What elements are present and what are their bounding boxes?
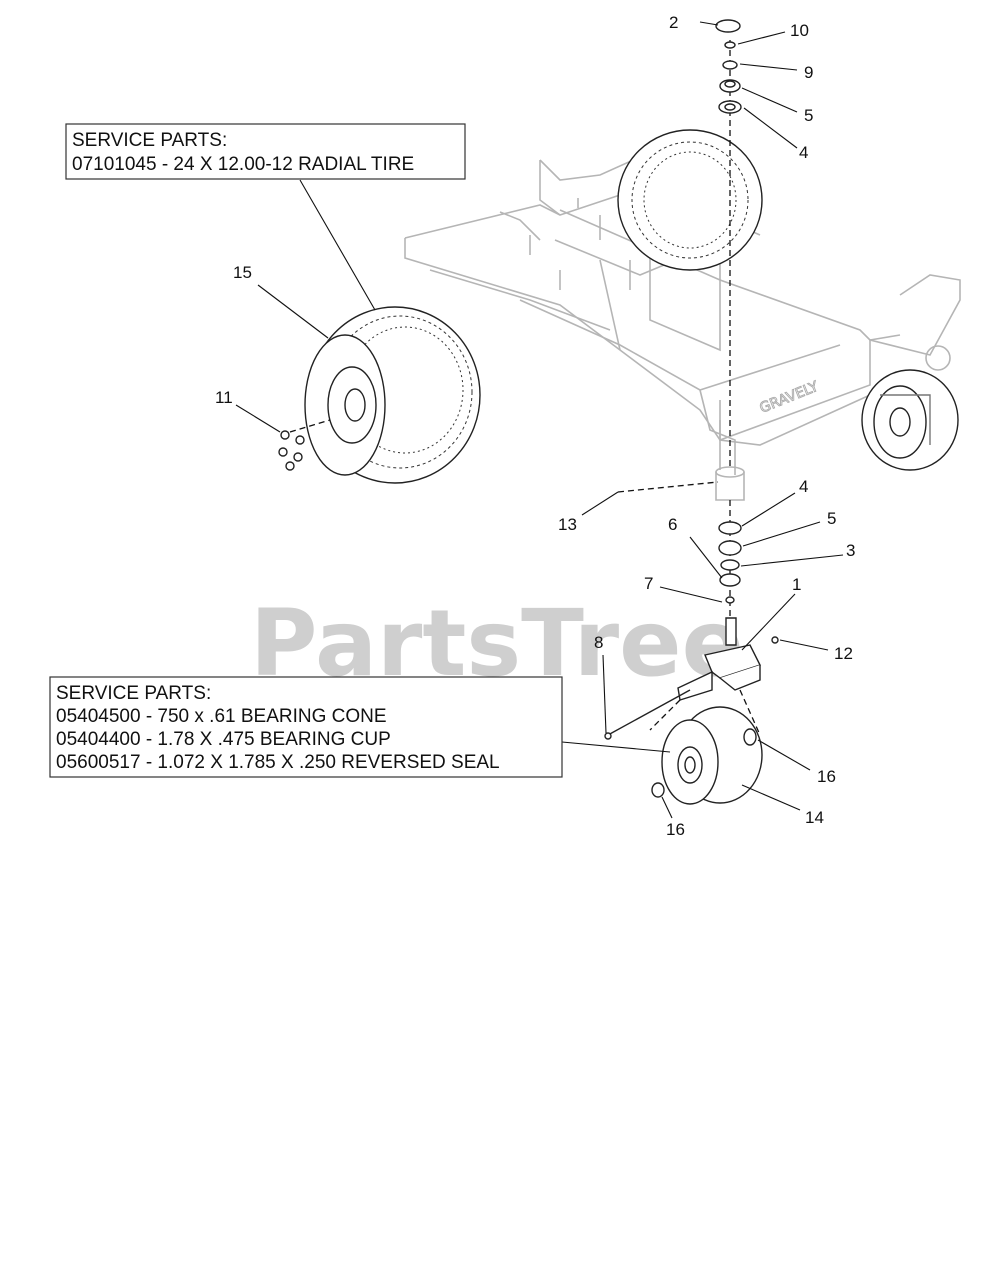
- service-parts-box-bearings: SERVICE PARTS: 05404500 - 750 x .61 BEAR…: [49, 676, 563, 778]
- callout-2: 2: [669, 13, 678, 32]
- service-parts-box-tire: SERVICE PARTS: 07101045 - 24 X 12.00-12 …: [65, 123, 466, 180]
- callout-11: 11: [215, 388, 233, 407]
- nut-9: [722, 60, 738, 70]
- callout-7: 7: [644, 574, 653, 593]
- wheel-axis: [649, 699, 681, 731]
- caster-fork-1: [677, 617, 761, 701]
- leader-lines: [235, 21, 844, 819]
- callout-4-lower: 4: [799, 477, 808, 496]
- service-box-2-line-3: 05600517 - 1.072 X 1.785 X .250 REVERSED…: [56, 752, 500, 773]
- axle-bolt-8: [604, 689, 691, 740]
- bearing-cone-5-upper: [719, 79, 741, 93]
- spacer-16-right: [743, 728, 757, 746]
- lug-nuts-11: [278, 419, 331, 471]
- callout-14: 14: [805, 808, 824, 827]
- clip-7: [725, 596, 735, 604]
- callout-12: 12: [834, 644, 853, 663]
- callout-1: 1: [792, 575, 801, 594]
- bearing-cone-5-lower: [718, 540, 742, 556]
- drive-tire-15: [304, 306, 481, 484]
- callout-16-left: 16: [666, 820, 685, 839]
- service-box-1-line-1: 07101045 - 24 X 12.00-12 RADIAL TIRE: [72, 154, 414, 175]
- callout-8: 8: [594, 633, 603, 652]
- callout-6: 6: [668, 515, 677, 534]
- callout-10: 10: [790, 21, 809, 40]
- rear-tire-on-frame: [617, 129, 763, 271]
- bearing-cup-4-lower: [718, 521, 742, 535]
- callout-labels: 2 10 9 5 4 15 11 4 5 3 6 13 7 1 8 12 16 …: [215, 13, 855, 839]
- seal-3: [720, 559, 740, 571]
- spacer-16-left: [651, 782, 665, 798]
- callout-5-upper: 5: [804, 106, 813, 125]
- service-box-2-title: SERVICE PARTS:: [56, 683, 211, 704]
- front-caster-wheel-on-frame: [861, 369, 959, 471]
- callout-4-upper: 4: [799, 143, 808, 162]
- caster-wheel-14: [661, 706, 763, 805]
- callout-3: 3: [846, 541, 855, 560]
- callout-15: 15: [233, 263, 252, 282]
- frame-brand-label: GRAVELY: [758, 379, 822, 417]
- bearing-cup-4-upper: [718, 100, 742, 114]
- callout-13: 13: [558, 515, 577, 534]
- ring-6: [719, 573, 741, 587]
- service-box-2-line-1: 05404500 - 750 x .61 BEARING CONE: [56, 706, 387, 727]
- callout-5-lower: 5: [827, 509, 836, 528]
- washer-10: [724, 41, 736, 49]
- service-box-1-title: SERVICE PARTS:: [72, 130, 227, 151]
- bolt-12: [771, 636, 779, 644]
- dust-cap-2: [715, 19, 741, 33]
- callout-16-right: 16: [817, 767, 836, 786]
- callout-9: 9: [804, 63, 813, 82]
- service-box-2-line-2: 05404400 - 1.78 X .475 BEARING CUP: [56, 729, 391, 750]
